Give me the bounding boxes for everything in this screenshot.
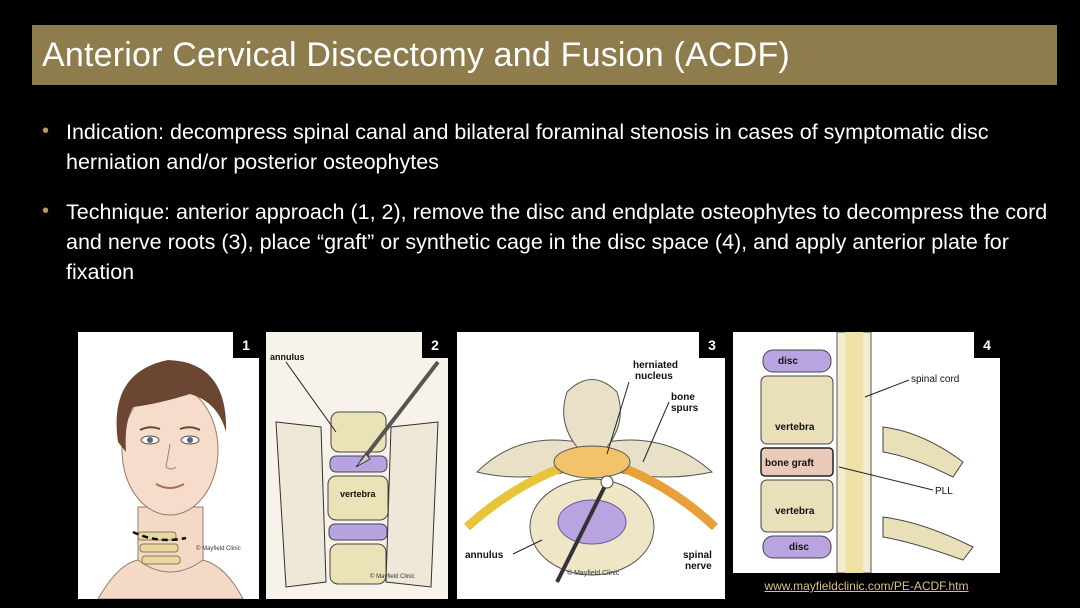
bullet-item-technique: • Technique: anterior approach (1, 2), r… bbox=[40, 197, 1050, 287]
figure-number-3: 3 bbox=[699, 332, 725, 358]
bullet-dot-icon: • bbox=[42, 200, 50, 222]
surgical-exposure-illustration: annulus vertebra © Mayfield Clinic bbox=[266, 332, 448, 599]
label-nucleus: nucleus bbox=[635, 371, 673, 382]
label-vertebra-bottom: vertebra bbox=[775, 506, 815, 517]
copyright-text: © Mayfield Clinic bbox=[567, 569, 620, 577]
label-annulus: annulus bbox=[465, 550, 504, 561]
label-disc-bottom: disc bbox=[789, 542, 809, 553]
patient-face-illustration: © Mayfield Clinic bbox=[78, 332, 259, 599]
bullet-item-indication: • Indication: decompress spinal canal an… bbox=[40, 117, 1050, 177]
label-spurs: spurs bbox=[671, 403, 699, 414]
vertebra-axial-illustration: herniated nucleus bone spurs annulus spi… bbox=[457, 332, 725, 599]
figure-number-4: 4 bbox=[974, 332, 1000, 358]
copyright-text: © Mayfield Clinic bbox=[196, 545, 241, 552]
label-nerve: nerve bbox=[685, 561, 712, 572]
slide-title: Anterior Cervical Discectomy and Fusion … bbox=[42, 35, 790, 74]
figure-2-surgical-exposure: annulus vertebra © Mayfield Clinic 2 bbox=[266, 332, 448, 599]
figure-number-1: 1 bbox=[233, 332, 259, 358]
bullet-text: Technique: anterior approach (1, 2), rem… bbox=[66, 200, 1048, 284]
figure-1-patient-neck-incision: © Mayfield Clinic 1 bbox=[78, 332, 259, 599]
bullet-dot-icon: • bbox=[42, 120, 50, 142]
sagittal-spine-illustration: disc spinal cord vertebra bone graft PLL… bbox=[733, 332, 1000, 599]
copyright-text: © Mayfield Clinic bbox=[370, 573, 415, 580]
label-vertebra-top: vertebra bbox=[775, 422, 815, 433]
label-pll: PLL bbox=[935, 486, 953, 497]
label-bone: bone bbox=[671, 392, 695, 403]
bullet-text: Indication: decompress spinal canal and … bbox=[66, 120, 989, 174]
label-vertebra: vertebra bbox=[340, 489, 377, 499]
figure-number-2: 2 bbox=[422, 332, 448, 358]
source-link[interactable]: www.mayfieldclinic.com/PE-ACDF.htm bbox=[733, 573, 1000, 599]
bullet-list: • Indication: decompress spinal canal an… bbox=[40, 117, 1050, 307]
figure-3-disc-removal: herniated nucleus bone spurs annulus spi… bbox=[457, 332, 725, 599]
label-spinal-cord: spinal cord bbox=[911, 374, 959, 385]
figure-4-bone-graft: disc spinal cord vertebra bone graft PLL… bbox=[733, 332, 1000, 599]
title-bar: Anterior Cervical Discectomy and Fusion … bbox=[32, 25, 1057, 85]
label-disc-top: disc bbox=[778, 356, 798, 367]
label-herniated: herniated bbox=[633, 360, 678, 371]
label-bone-graft: bone graft bbox=[765, 458, 815, 469]
label-annulus: annulus bbox=[270, 352, 305, 362]
label-spinal: spinal bbox=[683, 550, 712, 561]
